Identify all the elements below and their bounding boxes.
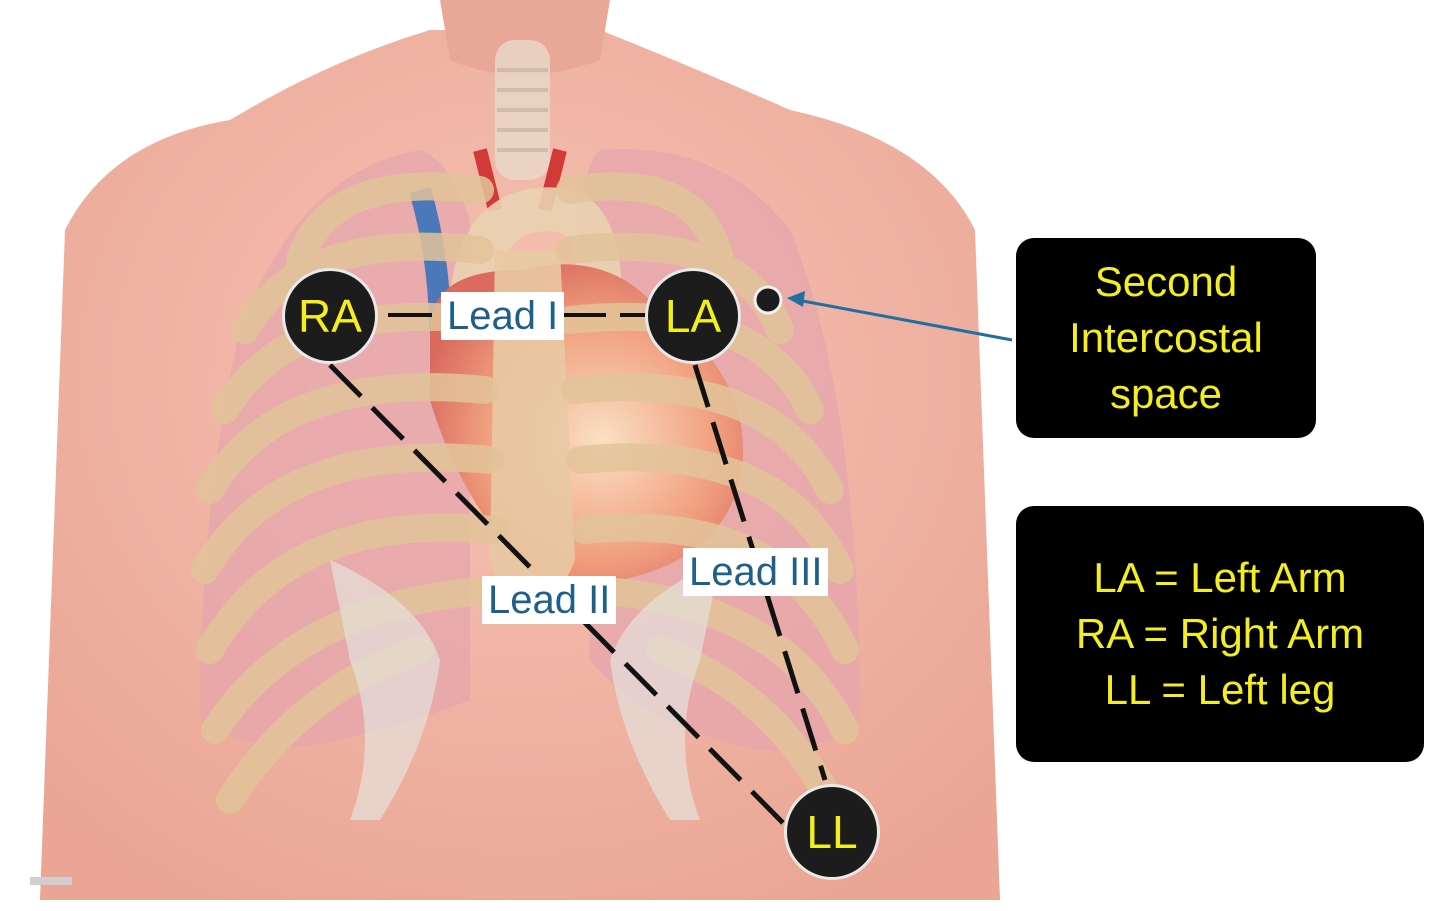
callout-arrowhead — [787, 291, 805, 307]
legend-line-ra: RA = Right Arm — [1075, 610, 1365, 657]
neck — [440, 0, 610, 75]
callout-arrow — [791, 297, 1013, 342]
electrode-ra: RA — [282, 268, 378, 364]
legend-line-ll: LL = Left leg — [1104, 666, 1336, 713]
lead-iii-label: Lead III — [683, 548, 829, 596]
intercostal-marker — [753, 285, 783, 315]
callout-line-1: Second — [1094, 258, 1238, 305]
costal-cartilage — [330, 560, 720, 820]
callout-line-2: Intercostal — [1069, 314, 1263, 361]
electrode-ll: LL — [784, 784, 880, 880]
legend-line-la: LA = Left Arm — [1093, 554, 1347, 601]
intercostal-callout: Second Intercostal space — [1016, 238, 1316, 438]
corner-mark — [30, 877, 72, 885]
electrode-legend: LA = Left Arm RA = Right Arm LL = Left l… — [1016, 506, 1424, 762]
callout-line-3: space — [1109, 370, 1223, 417]
lead-i-label: Lead I — [441, 292, 565, 340]
lead-ii-label: Lead II — [482, 576, 617, 624]
electrode-la: LA — [645, 268, 741, 364]
